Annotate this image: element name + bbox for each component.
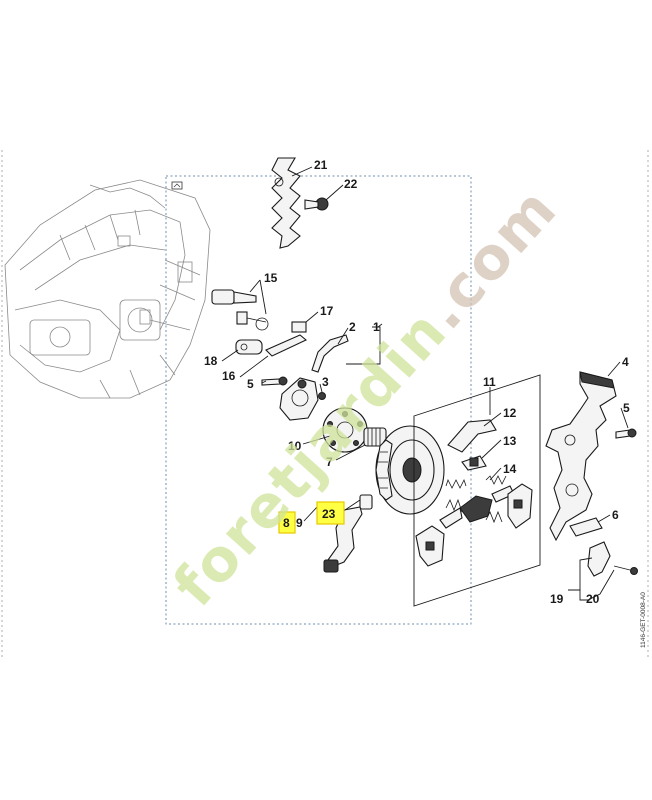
- part-12-shoe: [447, 419, 497, 453]
- callout-13: 13: [503, 434, 517, 448]
- part-17: [291, 321, 307, 333]
- part-6-plate: [569, 517, 603, 537]
- watermark: foretjardin.com: [160, 174, 570, 619]
- callout-20: 20: [586, 592, 600, 606]
- part-15-bolts: [211, 289, 269, 331]
- part-8-block: [323, 559, 339, 573]
- callout-8: 8: [283, 516, 290, 530]
- callout-22: 22: [344, 177, 358, 191]
- clutch-assembly-box: [413, 374, 541, 607]
- callout-5-right: 5: [623, 401, 630, 415]
- callout-2: 2: [349, 320, 356, 334]
- callout-6: 6: [612, 508, 619, 522]
- callout-9: 9: [296, 516, 303, 530]
- assembly-frame: [165, 175, 472, 625]
- callout-7: 7: [326, 455, 333, 469]
- callout-21: 21: [314, 158, 328, 172]
- engine-block-outline: [4, 179, 211, 399]
- watermark-part1: foret: [160, 447, 325, 619]
- part-5-screw-right: [615, 428, 637, 439]
- callout-15: 15: [264, 271, 278, 285]
- part-9-tensioner: [327, 506, 363, 567]
- part-10-gear: [322, 407, 368, 453]
- part-2-tube: [311, 334, 349, 373]
- callout-10: 10: [288, 439, 302, 453]
- part-19-knob: [587, 541, 611, 577]
- callout-19: 19: [550, 592, 564, 606]
- part-20-screw: [613, 565, 638, 575]
- callout-5-left: 5: [247, 377, 254, 391]
- part-4-cover: [545, 371, 617, 542]
- callout-16: 16: [222, 369, 236, 383]
- camera-icon: [171, 181, 183, 190]
- highlight-part-8: [278, 511, 296, 534]
- part-21-strip: [271, 157, 301, 249]
- leader-lines: [221, 166, 629, 601]
- clutch-drum: [375, 425, 445, 515]
- part-3-pump: [279, 377, 319, 421]
- callout-23: 23: [322, 507, 336, 521]
- clutch-hub: [439, 485, 515, 529]
- part-18: [235, 339, 263, 355]
- svg-text:foretjardin.com: foretjardin.com: [160, 174, 570, 619]
- drawing-code: 1146-GET-0008-A0: [640, 592, 647, 648]
- part-3-screw: [318, 392, 326, 400]
- callout-18: 18: [204, 354, 218, 368]
- callout-17: 17: [320, 304, 334, 318]
- callout-4: 4: [622, 355, 629, 369]
- part-13-spider: [461, 455, 487, 471]
- watermark-part3: .com: [409, 174, 570, 342]
- part-5-screw-left: [261, 376, 288, 386]
- part-22-screw: [304, 197, 329, 211]
- callout-11: 11: [483, 375, 496, 389]
- part-16: [265, 334, 308, 357]
- part-7-bearing: [363, 427, 387, 447]
- part-14-spring: [445, 475, 507, 489]
- callout-1: 1: [373, 320, 380, 334]
- highlight-part-23: [316, 501, 345, 525]
- callout-12: 12: [503, 406, 517, 420]
- clutch-shoes-lower: [415, 483, 533, 567]
- callout-14: 14: [503, 462, 517, 476]
- callout-3: 3: [322, 375, 329, 389]
- part-23-block: [359, 494, 373, 510]
